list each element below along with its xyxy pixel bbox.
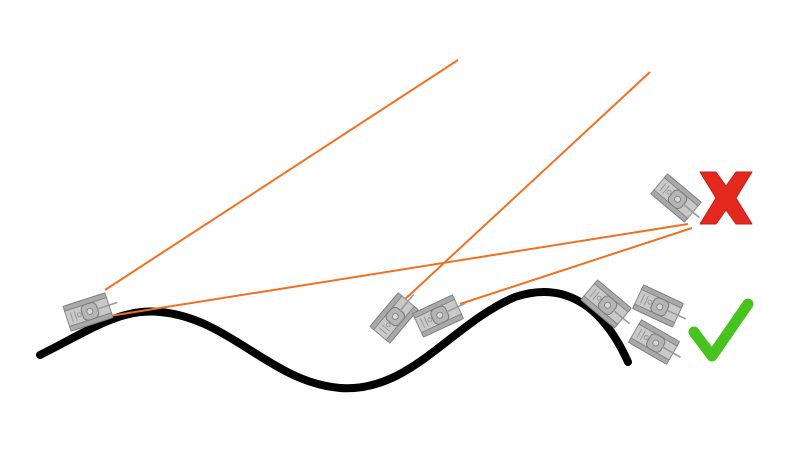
tank-icon bbox=[627, 318, 688, 370]
trajectory-line bbox=[459, 227, 693, 305]
tank-icon bbox=[649, 173, 709, 229]
trajectory-line bbox=[401, 71, 651, 303]
trajectory-line bbox=[104, 59, 459, 291]
trajectory-lines bbox=[104, 59, 693, 317]
red-x-icon bbox=[699, 171, 753, 225]
green-checkmark-icon bbox=[688, 298, 754, 362]
trajectory-line bbox=[109, 223, 689, 317]
terrain-curve bbox=[36, 288, 632, 393]
